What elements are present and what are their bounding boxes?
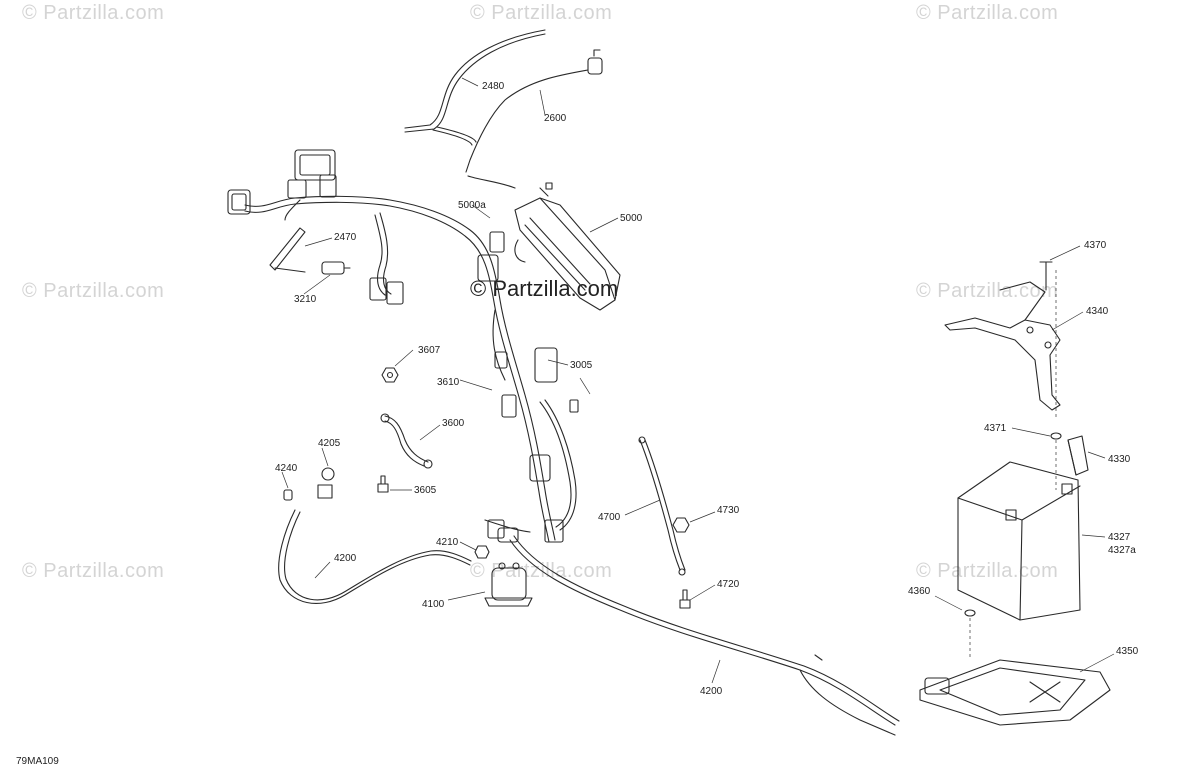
label-4350: 4350 bbox=[1116, 646, 1139, 657]
label-4730: 4730 bbox=[717, 505, 740, 516]
label-2470: 2470 bbox=[334, 232, 357, 243]
lug-4205 bbox=[317, 467, 335, 499]
label-4200-left: 4200 bbox=[334, 553, 357, 564]
bracket-4340 bbox=[944, 281, 1061, 411]
bolt-4720 bbox=[679, 589, 691, 609]
cable-3600 bbox=[380, 413, 433, 469]
label-3610: 3610 bbox=[437, 377, 460, 388]
main-harness bbox=[227, 149, 579, 543]
sensor-3210 bbox=[321, 261, 351, 275]
watermark: © Partzilla.com bbox=[916, 560, 1059, 582]
nut-4730 bbox=[672, 517, 690, 533]
label-3600: 3600 bbox=[442, 418, 465, 429]
bolt-3605 bbox=[377, 475, 389, 493]
washer-4371 bbox=[1050, 432, 1062, 440]
watermark: © Partzilla.com bbox=[916, 280, 1059, 302]
nut-3607 bbox=[381, 367, 399, 383]
label-3005: 3005 bbox=[570, 360, 593, 371]
center-watermark: © Partzilla.com bbox=[470, 276, 619, 301]
watermark: © Partzilla.com bbox=[22, 280, 165, 302]
cable-4200-right bbox=[497, 527, 900, 736]
label-4330: 4330 bbox=[1108, 454, 1131, 465]
cable-4200-left bbox=[278, 509, 472, 604]
cable-2600 bbox=[465, 49, 603, 189]
label-3605: 3605 bbox=[414, 485, 437, 496]
label-2480: 2480 bbox=[482, 81, 505, 92]
cap-4330 bbox=[1067, 435, 1089, 476]
strap-4700 bbox=[638, 436, 686, 576]
tray-4350 bbox=[919, 659, 1111, 726]
module-5000 bbox=[489, 182, 621, 311]
label-4240: 4240 bbox=[275, 463, 298, 474]
label-4371: 4371 bbox=[984, 423, 1007, 434]
leader-lines bbox=[281, 77, 1115, 684]
label-4700: 4700 bbox=[598, 512, 621, 523]
cap-4240 bbox=[283, 489, 293, 501]
solenoid-4100 bbox=[484, 562, 533, 607]
strap-2470 bbox=[269, 227, 306, 273]
watermark: © Partzilla.com bbox=[22, 560, 165, 582]
label-4720: 4720 bbox=[717, 579, 740, 590]
label-4340: 4340 bbox=[1086, 306, 1109, 317]
watermark: © Partzilla.com bbox=[470, 2, 613, 24]
watermark: © Partzilla.com bbox=[22, 2, 165, 24]
pad-4360 bbox=[964, 609, 976, 617]
label-3607: 3607 bbox=[418, 345, 441, 356]
label-4370: 4370 bbox=[1084, 240, 1107, 251]
diagram-code: 79MA109 bbox=[16, 756, 59, 767]
nut-4210 bbox=[474, 545, 490, 559]
label-4205: 4205 bbox=[318, 438, 341, 449]
watermark: © Partzilla.com bbox=[916, 2, 1059, 24]
label-4100: 4100 bbox=[422, 599, 445, 610]
screw-4370 bbox=[1039, 261, 1053, 291]
label-5000a: 5000a bbox=[458, 200, 486, 211]
hose-2480 bbox=[404, 29, 546, 146]
label-4327: 4327 bbox=[1108, 532, 1131, 543]
label-4210: 4210 bbox=[436, 537, 459, 548]
label-2600: 2600 bbox=[544, 113, 567, 124]
part-labels: 2480 2600 5000a 5000 2470 3210 3607 3610… bbox=[275, 81, 1139, 697]
label-4200-right: 4200 bbox=[700, 686, 723, 697]
label-3210: 3210 bbox=[294, 294, 317, 305]
label-4360: 4360 bbox=[908, 586, 931, 597]
label-4327a: 4327a bbox=[1108, 545, 1136, 556]
label-5000: 5000 bbox=[620, 213, 643, 224]
battery-4327 bbox=[957, 461, 1081, 621]
